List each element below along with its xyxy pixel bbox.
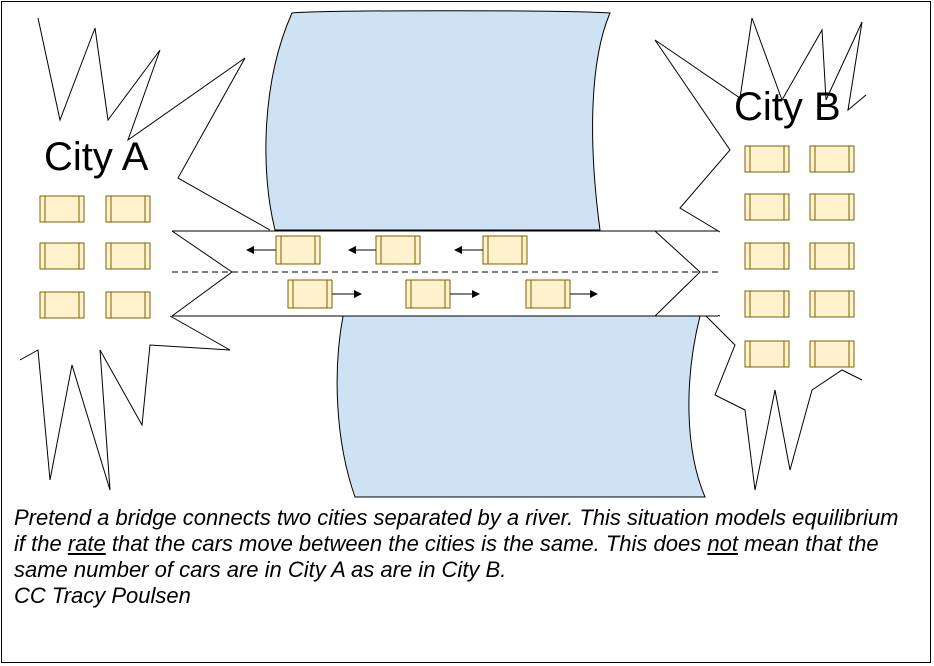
arrow-left-icon — [454, 246, 483, 254]
arrow-right-icon — [332, 290, 362, 298]
city-b-boundary-lower — [699, 309, 863, 491]
caption-rate: rate — [67, 531, 106, 556]
arrow-left-icon — [246, 246, 276, 254]
car-icon — [375, 235, 421, 265]
car-icon — [809, 242, 855, 270]
car-icon — [287, 279, 333, 309]
caption-not: not — [707, 531, 738, 556]
car-icon — [744, 193, 790, 221]
car-icon — [405, 279, 451, 309]
car-icon — [809, 340, 855, 368]
car-icon — [39, 242, 85, 270]
car-icon — [744, 145, 790, 173]
car-icon — [105, 242, 151, 270]
car-icon — [809, 145, 855, 173]
car-icon — [744, 242, 790, 270]
car-icon — [39, 195, 85, 223]
car-icon — [482, 235, 528, 265]
car-icon — [809, 290, 855, 318]
car-icon — [275, 235, 321, 265]
caption-part-3: mean that the same number of cars are in… — [14, 531, 879, 582]
car-icon — [809, 193, 855, 221]
city-a-boundary-lower — [19, 315, 231, 491]
caption-text: Pretend a bridge connects two cities sep… — [14, 505, 914, 583]
bridge-cars-leftbound — [246, 235, 528, 265]
arrow-left-icon — [348, 246, 376, 254]
car-icon — [105, 291, 151, 319]
city-b-boundary — [654, 17, 867, 112]
city-a-cars — [39, 195, 151, 319]
caption-part-2: that the cars move between the cities is… — [105, 531, 708, 556]
car-icon — [39, 291, 85, 319]
city-b-label: City B — [734, 85, 841, 129]
city-b-boundary-left — [654, 39, 731, 233]
car-icon — [105, 195, 151, 223]
caption: Pretend a bridge connects two cities sep… — [14, 505, 914, 609]
arrow-right-icon — [570, 290, 598, 298]
caption-credit: CC Tracy Poulsen — [14, 583, 191, 608]
car-icon — [744, 290, 790, 318]
river — [265, 10, 706, 498]
car-icon — [744, 340, 790, 368]
bridge-cars-rightbound — [287, 279, 598, 309]
car-icon — [525, 279, 571, 309]
arrow-right-icon — [450, 290, 480, 298]
city-a-boundary — [37, 17, 271, 231]
city-b-cars — [744, 145, 855, 368]
caption-part-1: Pretend a bridge connects two cities sep… — [14, 505, 899, 556]
city-a-label: City A — [44, 135, 149, 179]
